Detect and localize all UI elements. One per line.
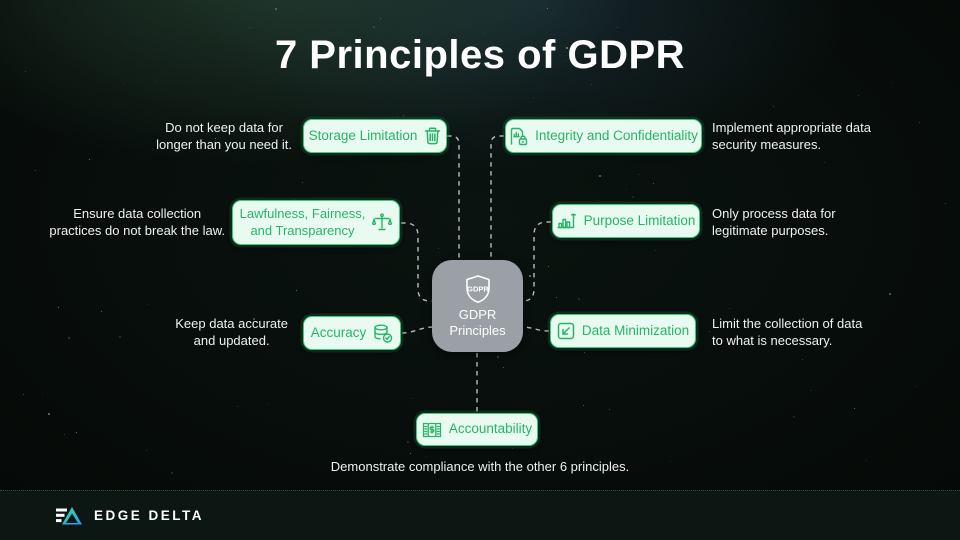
integrity-confidentiality-description: Implement appropriate data security meas… xyxy=(712,120,871,152)
bar-chart-icon xyxy=(556,213,576,228)
purpose-limitation-label: Purpose Limitation xyxy=(583,212,696,228)
data-minimization-node: Data Minimization xyxy=(550,314,696,348)
storage-limitation-label: Storage Limitation xyxy=(308,127,418,143)
purpose-limitation-node: Purpose Limitation xyxy=(552,204,700,238)
database-check-icon xyxy=(374,324,393,343)
data-minimization-label: Data Minimization xyxy=(581,322,690,338)
storage-limitation-description: Do not keep data for longer than you nee… xyxy=(156,120,292,152)
page-title: 7 Principles of GDPR xyxy=(274,33,686,77)
lawfulness-description: Ensure data collection practices do not … xyxy=(49,206,225,238)
connector-accuracy xyxy=(401,326,434,334)
accuracy-description: Keep data accurate and updated. xyxy=(175,316,288,348)
gdpr-principles-center-node: GDPR GDPR Principles xyxy=(432,260,523,352)
shield-gdpr-text: GDPR xyxy=(467,284,489,293)
minimize-icon xyxy=(557,322,575,340)
accuracy-node: Accuracy xyxy=(303,316,401,350)
storage-limitation-node: Storage Limitation xyxy=(303,119,447,153)
lawfulness-label: Lawfulness, Fairness, and Transparency xyxy=(239,206,366,238)
lawfulness-node: Lawfulness, Fairness, and Transparency xyxy=(232,200,400,245)
footer-bar: EDGE DELTA xyxy=(0,490,960,540)
purpose-limitation-description: Only process data for legitimate purpose… xyxy=(712,206,836,238)
connector-storage-limitation xyxy=(447,135,460,262)
scales-icon xyxy=(372,212,393,230)
accuracy-label: Accuracy xyxy=(310,324,367,340)
accountability-label: Accountability xyxy=(448,421,533,437)
accountability-node: Accountability xyxy=(416,413,538,446)
trash-icon xyxy=(425,127,441,145)
document-lock-icon xyxy=(510,127,528,145)
edge-delta-logo-icon xyxy=(56,506,82,524)
center-node-label: GDPR Principles xyxy=(449,306,506,338)
connector-data-minimization xyxy=(521,326,550,332)
ledger-icon xyxy=(422,422,441,437)
data-minimization-description: Limit the collection of data to what is … xyxy=(712,316,863,348)
connector-integrity-confidentiality xyxy=(490,135,504,262)
integrity-confidentiality-label: Integrity and Confidentiality xyxy=(535,127,698,143)
connector-lawfulness xyxy=(401,222,433,302)
gdpr-shield-icon: GDPR xyxy=(465,274,490,303)
edge-delta-brand-text: EDGE DELTA xyxy=(94,508,205,523)
connector-purpose-limitation xyxy=(522,221,551,302)
accountability-description: Demonstrate compliance with the other 6 … xyxy=(330,459,630,474)
integrity-confidentiality-node: Integrity and Confidentiality xyxy=(505,119,702,153)
